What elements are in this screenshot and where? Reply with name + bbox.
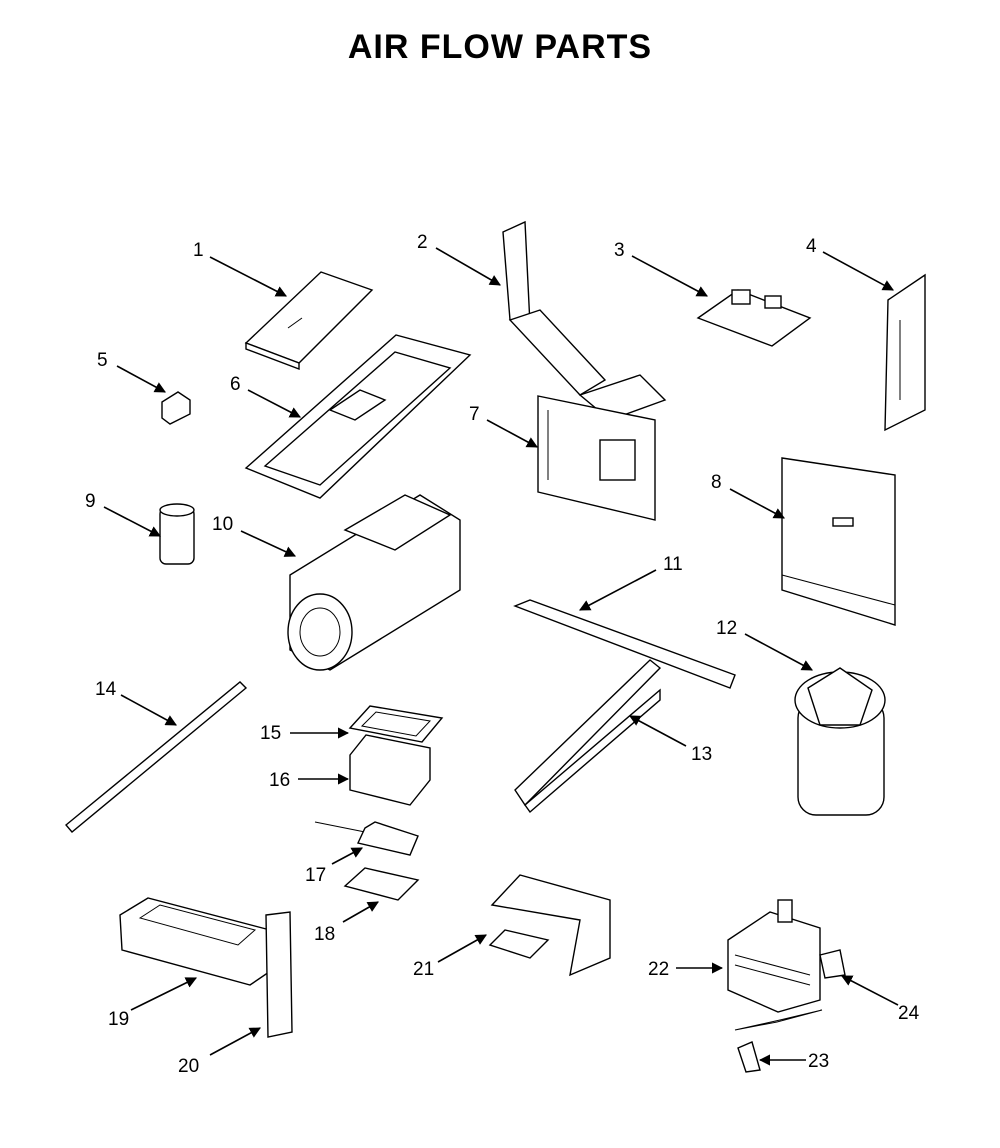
callout-16: 16 [269,770,290,791]
callout-24: 24 [898,1003,920,1024]
callout-1: 1 [193,240,204,261]
callout-10: 10 [212,514,233,535]
part-7-panel [537,395,656,521]
part-9-capacitor [159,503,195,565]
callout-6: 6 [230,374,241,395]
callout-14: 14 [95,679,117,700]
part-11-rail [513,599,736,689]
part-10-blower [287,494,461,671]
part-2-bracket [502,220,667,421]
part-14-rod [65,681,248,833]
callout-21: 21 [413,959,434,980]
part-13-rail [514,659,662,814]
part-21-bracket [488,874,611,977]
part-1-cover [244,271,374,371]
callout-5: 5 [97,350,108,371]
part-3-board [696,289,812,347]
part-4-sideplate [884,273,926,432]
callout-13: 13 [691,744,712,765]
callout-19: 19 [108,1009,129,1030]
part-23-clip [734,1009,823,1073]
part-12-transformer [794,667,886,816]
callout-3: 3 [614,240,625,261]
callout-9: 9 [85,491,96,512]
part-8-panel [781,457,896,626]
part-20-strip [265,911,293,1038]
part-15-tray [348,705,444,743]
callout-labels: 1 2 3 4 5 6 7 8 9 10 11 12 13 14 15 16 1… [85,232,920,1077]
callout-2: 2 [417,232,428,253]
part-16-box [349,734,431,806]
callout-15: 15 [260,723,281,744]
callout-4: 4 [806,236,817,257]
part-6-grille [244,334,472,499]
callout-18: 18 [314,924,335,945]
page-title: AIR FLOW PARTS [347,28,653,66]
part-18-pad [343,867,420,901]
part-24-connector [819,949,846,979]
callout-11: 11 [663,554,683,575]
part-19-duct [119,897,273,986]
part-17-element [314,821,419,856]
leader-lines [103,247,899,1066]
callout-20: 20 [178,1056,199,1077]
part-5-clip [161,391,191,425]
callout-8: 8 [711,472,722,493]
callout-12: 12 [716,618,737,639]
callout-17: 17 [305,865,326,886]
part-22-magnetron [727,899,821,1013]
callout-23: 23 [808,1051,829,1072]
callout-22: 22 [648,959,669,980]
callout-7: 7 [469,404,480,425]
